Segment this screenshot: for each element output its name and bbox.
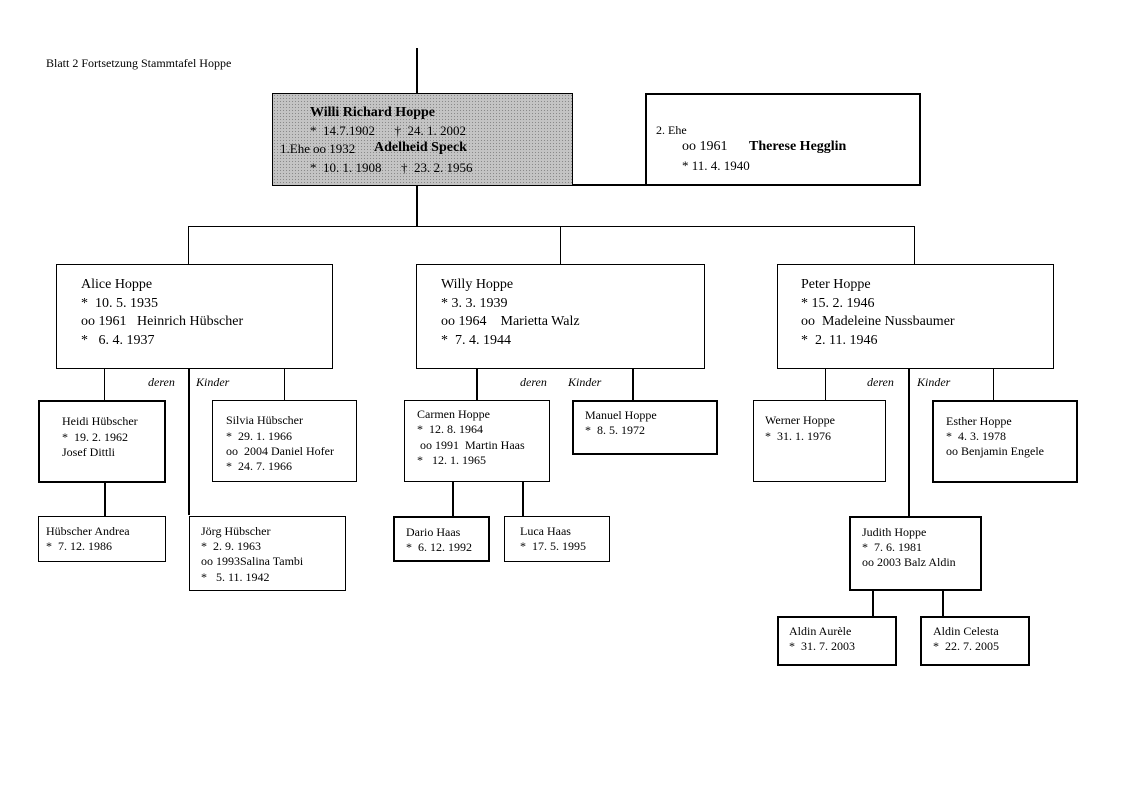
person-info-line: oo 1991 Martin Haas <box>417 438 525 452</box>
great-grandchild-box-aurele: Aldin Aurèle * 31. 7. 2003 <box>777 616 897 666</box>
person-info-line: oo 2004 Daniel Hofer <box>226 444 334 458</box>
person-info-line: Silvia Hübscher <box>226 413 303 427</box>
second-marriage-date: oo 1961 <box>682 139 728 154</box>
grandchild-box-silvia: Silvia Hübscher * 29. 1. 1966 oo 2004 Da… <box>212 400 357 482</box>
grandchild-box-heidi: Heidi Hübscher * 19. 2. 1962 Josef Dittl… <box>38 400 166 483</box>
person-info-line: * 31. 7. 2003 <box>789 639 855 653</box>
person-info-line: oo 2003 Balz Aldin <box>862 555 956 569</box>
grandchild-box-carmen: Carmen Hoppe * 12. 8. 1964 oo 1991 Marti… <box>404 400 550 482</box>
person-info-line: * 24. 7. 1966 <box>226 459 292 473</box>
kinder-label-willy: Kinder <box>568 375 602 389</box>
person-info-line: * 7. 6. 1981 <box>862 540 922 554</box>
child-box-peter: Peter Hoppe * 15. 2. 1946 oo Madeleine N… <box>777 264 1054 369</box>
person-info-line: Alice Hoppe <box>81 277 153 292</box>
person-info-line: Willy Hoppe <box>441 277 514 292</box>
second-marriage-spouse-life: * 11. 4. 1940 <box>682 158 750 173</box>
root-life: * 14.7.1902 † 24. 1. 2002 <box>310 123 466 138</box>
deren-label-alice: deren <box>148 375 175 389</box>
sheet-title: Blatt 2 Fortsetzung Stammtafel Hoppe <box>46 56 232 70</box>
grandchild-box-judith: Judith Hoppe * 7. 6. 1981 oo 2003 Balz A… <box>849 516 982 591</box>
root-name: Willi Richard Hoppe <box>310 105 435 120</box>
child-box-alice: Alice Hoppe * 10. 5. 1935 oo 1961 Heinri… <box>56 264 333 369</box>
person-info-line: * 7. 12. 1986 <box>46 539 112 553</box>
person-info-line: * 2. 11. 1946 <box>801 333 878 348</box>
person-info-line: oo 1993Salina Tambi <box>201 554 304 568</box>
person-info-line: * 29. 1. 1966 <box>226 429 292 443</box>
person-info-line: Judith Hoppe <box>862 525 927 539</box>
person-info-line: Peter Hoppe <box>801 277 871 292</box>
great-grandchild-box-andrea: Hübscher Andrea * 7. 12. 1986 <box>38 516 166 562</box>
grandchild-box-manuel: Manuel Hoppe * 8. 5. 1972 <box>572 400 718 455</box>
person-info-line: oo Benjamin Engele <box>946 444 1044 458</box>
root-marriage: oo 1932 <box>313 141 356 156</box>
person-info-line: * 22. 7. 2005 <box>933 639 999 653</box>
second-marriage-box <box>645 93 921 186</box>
great-grandchild-box-celesta: Aldin Celesta * 22. 7. 2005 <box>920 616 1030 666</box>
person-info-line: oo 1964 Marietta Walz <box>441 314 580 329</box>
person-info-line: * 12. 8. 1964 <box>417 422 483 436</box>
great-grandchild-box-luca: Luca Haas * 17. 5. 1995 <box>504 516 610 562</box>
root-person-box <box>272 93 573 186</box>
person-info-line: * 5. 11. 1942 <box>201 570 270 584</box>
person-info-line: Manuel Hoppe <box>585 408 657 422</box>
person-info-line: * 10. 5. 1935 <box>81 296 158 311</box>
person-info-line: * 4. 3. 1978 <box>946 429 1006 443</box>
person-info-line: * 31. 1. 1976 <box>765 429 831 443</box>
person-info-line: oo 1961 Heinrich Hübscher <box>81 314 244 329</box>
person-info-line: * 6. 4. 1937 <box>81 333 155 348</box>
kinder-label-alice: Kinder <box>196 375 230 389</box>
root-spouse: Adelheid Speck <box>374 140 467 155</box>
person-info-line: Carmen Hoppe <box>417 407 490 421</box>
grandchild-box-joerg: Jörg Hübscher * 2. 9. 1963 oo 1993Salina… <box>189 516 346 591</box>
person-info-line: * 12. 1. 1965 <box>417 453 486 467</box>
person-info-line: * 15. 2. 1946 <box>801 296 875 311</box>
grandchild-box-werner: Werner Hoppe * 31. 1. 1976 <box>753 400 886 482</box>
person-info-line: * 19. 2. 1962 <box>62 430 128 444</box>
person-info-line: Werner Hoppe <box>765 413 836 427</box>
person-info-line: Aldin Celesta <box>933 624 999 638</box>
person-info-line: * 6. 12. 1992 <box>406 540 472 554</box>
person-info-line: * 8. 5. 1972 <box>585 423 645 437</box>
person-info-line: Dario Haas <box>406 525 461 539</box>
person-info-line: Aldin Aurèle <box>789 624 852 638</box>
person-info-line: Heidi Hübscher <box>62 414 138 428</box>
person-info-line: Esther Hoppe <box>946 414 1012 428</box>
root-spouse-life: * 10. 1. 1908 † 23. 2. 1956 <box>310 160 473 175</box>
person-info-line: * 17. 5. 1995 <box>520 539 586 553</box>
person-info-line: * 2. 9. 1963 <box>201 539 261 553</box>
great-grandchild-box-dario: Dario Haas * 6. 12. 1992 <box>393 516 490 562</box>
kinder-label-peter: Kinder <box>917 375 951 389</box>
person-info-line: * 3. 3. 1939 <box>441 296 508 311</box>
person-info-line: * 7. 4. 1944 <box>441 333 511 348</box>
person-info-line: oo Madeleine Nussbaumer <box>801 314 955 329</box>
person-info-line: Luca Haas <box>520 524 571 538</box>
second-marriage-spouse: Therese Hegglin <box>749 139 847 154</box>
deren-label-peter: deren <box>867 375 894 389</box>
child-box-willy: Willy Hoppe * 3. 3. 1939 oo 1964 Mariett… <box>416 264 705 369</box>
person-info-line: Jörg Hübscher <box>201 524 271 538</box>
root-marriage-prefix: 1.Ehe <box>280 141 310 156</box>
person-info-line: Hübscher Andrea <box>46 524 130 538</box>
person-info-line: Josef Dittli <box>62 445 115 459</box>
second-marriage-label: 2. Ehe <box>656 123 687 137</box>
deren-label-willy: deren <box>520 375 547 389</box>
grandchild-box-esther: Esther Hoppe * 4. 3. 1978 oo Benjamin En… <box>932 400 1078 483</box>
